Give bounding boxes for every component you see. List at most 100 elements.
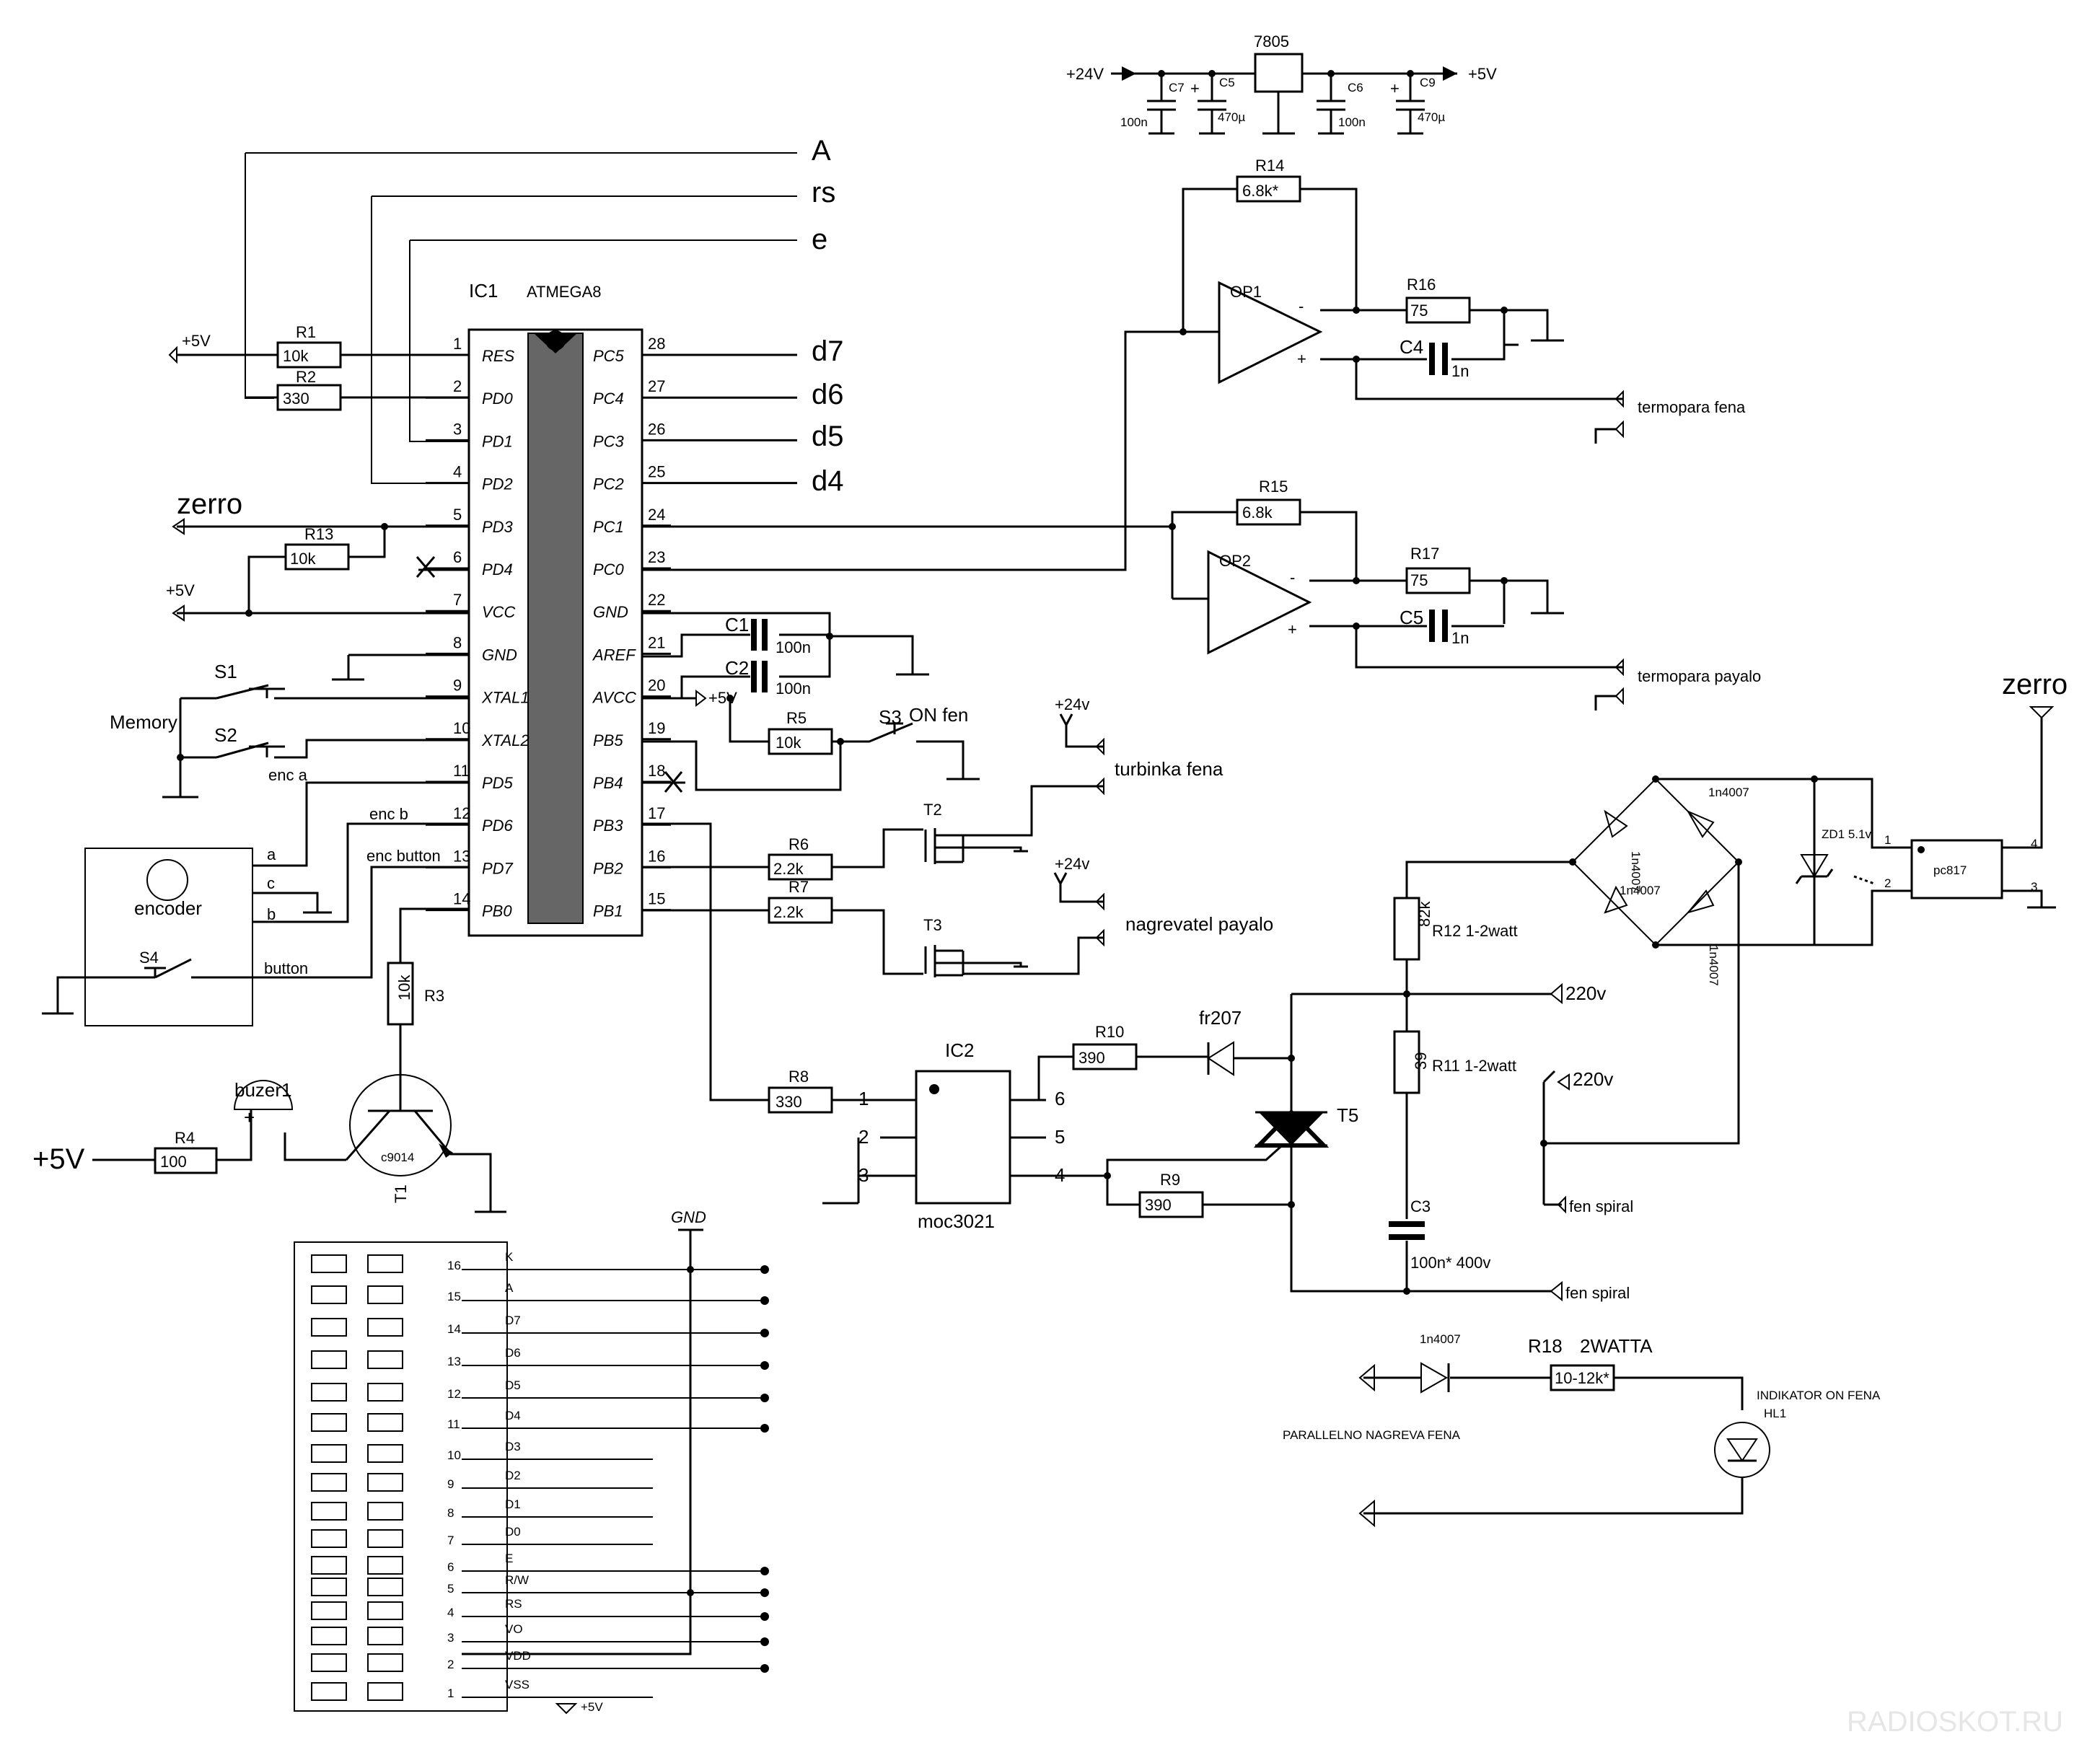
fr207-label: fr207 <box>1199 1007 1242 1029</box>
fen-spiral1-label: fen spiral <box>1569 1197 1633 1215</box>
mcu-pin-num: 26 <box>648 420 665 438</box>
lcd-pin-num: 10 <box>447 1448 461 1462</box>
lcd-pin-name: VSS <box>505 1678 530 1692</box>
mcu-pin-name: PD5 <box>482 774 514 792</box>
plus24v-turbo: +24v <box>1055 695 1089 713</box>
t1-label: T1 <box>392 1184 410 1203</box>
mcu-pin-name: VCC <box>482 603 516 621</box>
mcu-pin-name: PB1 <box>593 902 623 920</box>
pc817-label: pc817 <box>1933 863 1967 877</box>
ic2-pin6: 6 <box>1055 1088 1065 1109</box>
encoder-label: encoder <box>134 897 202 919</box>
mcu-pin-num: 9 <box>453 677 462 695</box>
op2-label: OP2 <box>1219 552 1251 570</box>
ic2-pin1: 1 <box>858 1088 869 1109</box>
hl1-ref: HL1 <box>1764 1407 1786 1420</box>
t1-value: c9014 <box>381 1151 414 1164</box>
mosfet-section: 2.2k R6 T2 turbinka fena +24v 2.2k R7 T3… <box>642 695 1273 977</box>
r17-value: 75 <box>1410 571 1428 589</box>
regulator-7805 <box>1254 53 1304 93</box>
turbinka-label: turbinka fena <box>1115 758 1223 780</box>
c1-label: C1 <box>725 614 749 635</box>
mcu-pin-num: 1 <box>453 335 462 353</box>
r18-label: R18 <box>1528 1335 1563 1357</box>
c2-label: C2 <box>725 657 749 679</box>
pc817-pin2: 2 <box>1884 876 1891 890</box>
c6-label: C6 <box>1348 81 1363 94</box>
r11-label: R11 1-2watt <box>1432 1057 1516 1075</box>
lcd-pin-num: 16 <box>447 1259 461 1272</box>
s3-on-fen-label: ON fen <box>909 704 968 726</box>
d18-label: 1n4007 <box>1420 1332 1461 1346</box>
mcu-pin-num: 6 <box>453 548 462 566</box>
watermark: RADIOSKOT.RU <box>1847 1706 2063 1738</box>
lcd-pin-num: 9 <box>447 1477 454 1491</box>
lcd-pin-name: D6 <box>505 1346 521 1360</box>
pb3-line: 330 R8 <box>642 822 880 1114</box>
bridge-d2: 1n4007 <box>1629 851 1643 892</box>
memory-switches: S1 S2 Memory <box>110 661 469 799</box>
buzer-plus: + <box>244 1107 255 1128</box>
lcd-pin-name: E <box>505 1552 513 1565</box>
mcu-pin-name: GND <box>482 646 517 664</box>
mcu-pin-name: PD4 <box>482 560 513 579</box>
op1-label: OP1 <box>1230 283 1262 301</box>
lcd-pin-name: RS <box>505 1597 522 1611</box>
fen-spiral2-label: fen spiral <box>1565 1284 1630 1302</box>
mcu-ref: IC1 <box>469 280 498 302</box>
svg-text:-: - <box>1299 297 1304 315</box>
mcu-pin-name: PD7 <box>482 859 514 877</box>
buzzer-section: 10k R3 c9014 T1 buzer1 + 100 R4 +5V <box>32 907 506 1213</box>
c4-label: C4 <box>1400 336 1423 358</box>
mcu-part: ATMEGA8 <box>527 283 602 301</box>
r16-value: 75 <box>1410 302 1428 320</box>
lcd-pin-name: R/W <box>505 1573 529 1587</box>
mcu-pin-name: AREF <box>592 646 636 664</box>
r14-label: R14 <box>1255 157 1284 175</box>
pc817-pin3: 3 <box>2031 880 2037 894</box>
r5-label: R5 <box>786 709 807 727</box>
r3-label: R3 <box>424 987 444 1005</box>
c9-plus: + <box>1390 79 1400 97</box>
plus5v-vcc: +5V <box>166 581 195 599</box>
r2-label: R2 <box>296 368 316 386</box>
mcu-pin-name: PD2 <box>482 475 513 493</box>
lcd-pin-num: 1 <box>447 1686 454 1700</box>
mcu-pin-num: 15 <box>648 890 665 908</box>
mcu-pin-name: PC4 <box>593 390 624 408</box>
lcd-connector: GND 16K15A14D713D612D511D410D39D28D17D06… <box>294 1208 769 1715</box>
r15-value: 6.8k <box>1242 503 1273 522</box>
c3-value: 100n* 400v <box>1410 1254 1490 1272</box>
net-d7: d7 <box>812 335 844 367</box>
mcu-pin-num: 21 <box>648 633 665 651</box>
lcd-body <box>294 1241 508 1712</box>
plus24v-nagrev: +24v <box>1055 855 1089 873</box>
mcu-pin-name: PD0 <box>482 390 514 408</box>
reset-section: +5V 10k R1 330 R2 <box>168 323 469 411</box>
mcu-pin-num: 14 <box>453 890 470 908</box>
mcu-pin-name: PC2 <box>593 475 624 493</box>
lcd-pin-name: D0 <box>505 1525 521 1539</box>
r4-label: R4 <box>175 1129 195 1147</box>
plus24v-label: +24V <box>1066 65 1104 83</box>
mcu-pin-num: 3 <box>453 420 462 438</box>
c5-value: 1n <box>1451 629 1469 647</box>
mcu-pin-name: PB5 <box>593 731 623 749</box>
mcu-pin-num: 11 <box>453 762 470 780</box>
r10-label: R10 <box>1095 1023 1124 1041</box>
lcd-pin-name: D2 <box>505 1469 521 1482</box>
mcu-pin-num: 18 <box>648 762 665 780</box>
enc-b-label: enc b <box>369 805 408 823</box>
lcd-bus: A rs e d7 d6 d5 d4 <box>245 135 844 497</box>
lcd-pin-num: 11 <box>447 1417 460 1431</box>
mcu-pin-name: PB3 <box>593 817 623 835</box>
bridge-d3: 1n4007 <box>1620 884 1661 897</box>
mcu-pin-name: GND <box>593 603 628 621</box>
lcd-pin-name: D7 <box>505 1314 521 1327</box>
s1-label: S1 <box>214 661 237 682</box>
enc-pin-b: b <box>267 905 276 923</box>
r3-value: 10k <box>395 975 413 1000</box>
c1-value: 100n <box>776 638 811 656</box>
r2-value: 330 <box>283 390 309 408</box>
t2-label: T2 <box>923 801 942 819</box>
